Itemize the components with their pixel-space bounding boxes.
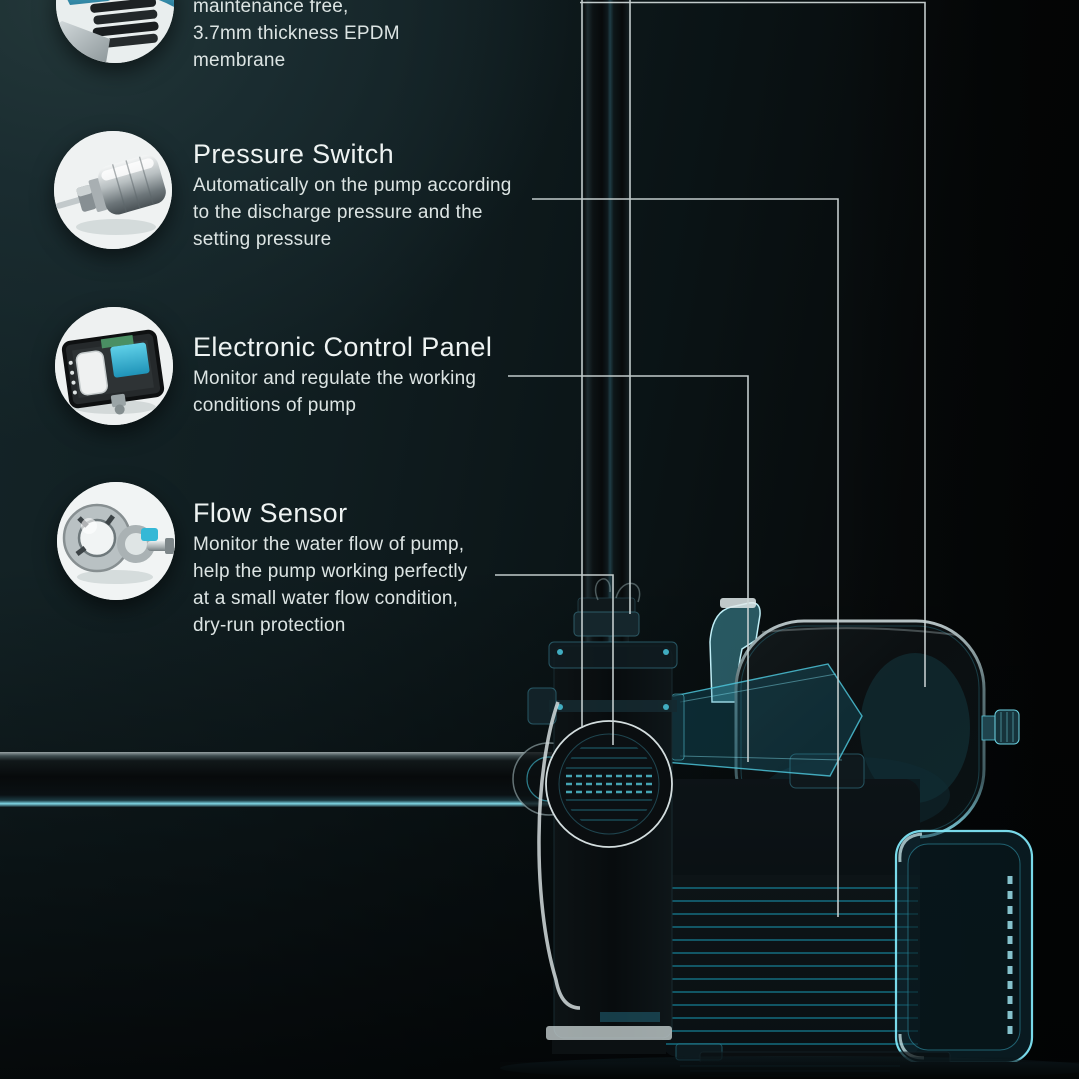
- callout-control-panel: [508, 375, 749, 762]
- pressure-switch-photo-icon: [54, 131, 172, 249]
- feature-flow-sensor-description: Monitor the water flow of pump, help the…: [193, 534, 468, 636]
- motor-cooling-fins: [664, 887, 918, 1045]
- pump-cable: [537, 701, 581, 1010]
- feature-membrane-description: maintenance free, 3.7mm thickness EPDM m…: [193, 0, 400, 71]
- flow-sensor-photo-icon: [57, 482, 175, 600]
- discharge-pipe: [573, 0, 641, 642]
- pump-head: [527, 641, 951, 1065]
- control-panel-photo-icon: [55, 307, 173, 425]
- feature-pressure-switch-title: Pressure Switch: [193, 139, 395, 169]
- ejector-assembly: [651, 663, 863, 777]
- feature-flow-sensor-title: Flow Sensor: [193, 498, 348, 528]
- callout-flow-sensor: [495, 574, 614, 745]
- floor-reflection: [500, 1056, 1079, 1079]
- motor-body: [662, 753, 920, 1057]
- membrane-folds: [90, 0, 159, 49]
- tank-air-valve: [981, 709, 1020, 745]
- priming-wires: [594, 578, 641, 603]
- flow-sensor-window: [545, 720, 673, 848]
- feature-pressure-switch-description: Automatically on the pump according to t…: [193, 175, 512, 250]
- membrane-cutaway-photo-icon: [56, 0, 174, 63]
- motor-end-cap: [894, 829, 1034, 1065]
- motor-terminal-box: [789, 753, 865, 789]
- feature-control-panel-description: Monitor and regulate the working conditi…: [193, 368, 477, 416]
- callout-lines: [495, 0, 926, 917]
- callout-pressure-tank: [580, 1, 926, 687]
- callout-pressure-switch: [532, 198, 839, 917]
- suction-pipe: [0, 742, 586, 816]
- feature-control-panel-title: Electronic Control Panel: [193, 332, 493, 362]
